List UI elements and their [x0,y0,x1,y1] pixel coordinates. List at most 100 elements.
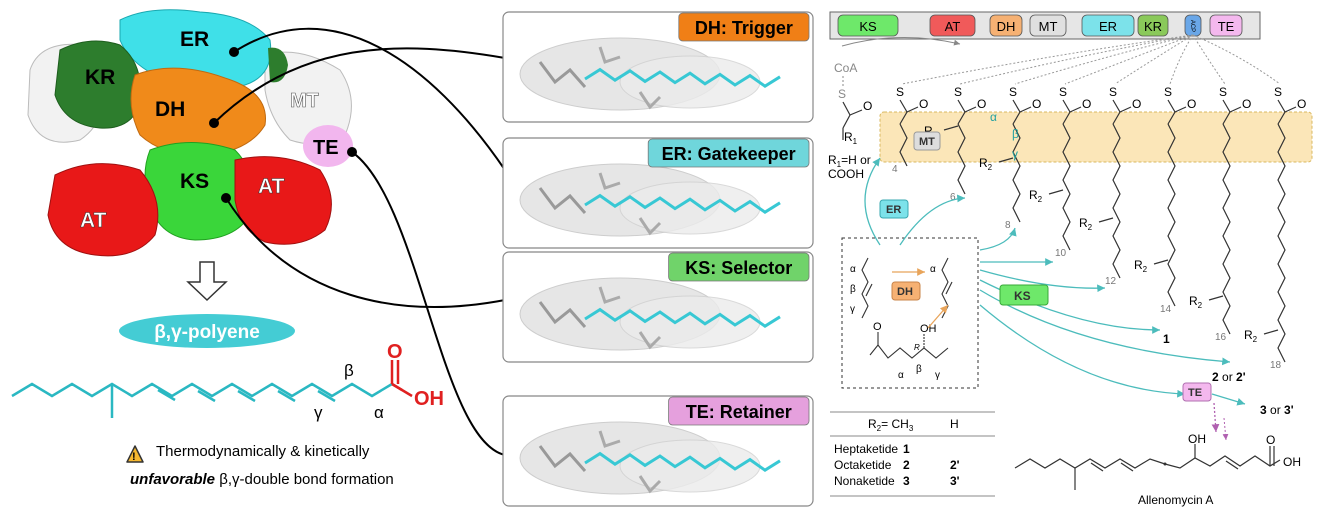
warning-icon: ! [126,445,144,463]
chain-number: 10 [1055,248,1067,259]
svg-text:KS: KS [859,19,877,34]
svg-text:O: O [1297,97,1306,111]
chain-number: 6 [950,192,956,203]
product-3-label: 3 or 3' [1260,403,1294,417]
module-seg-dh: DH [989,14,1023,37]
svg-text:α: α [374,403,384,422]
module-seg-at: AT [929,14,976,37]
svg-text:OH: OH [920,323,937,335]
svg-text:R2: R2 [1244,328,1258,344]
chain-number: 16 [1215,332,1227,343]
svg-text:γ: γ [935,370,940,381]
svg-text:γ: γ [314,403,323,422]
domain-label-dh: DH [155,98,185,121]
svg-text:α: α [850,264,856,275]
domain-label-at-left: AT [80,209,107,232]
svg-text:β: β [1012,127,1019,141]
svg-text:3': 3' [950,474,960,488]
module-seg-acp: ACP [1184,14,1202,37]
domain-label-te: TE [313,137,339,159]
svg-text:DH: DH [997,19,1016,34]
panel-2: KS: Selector [502,251,814,363]
svg-text:2': 2' [950,458,960,472]
svg-text:R2= CH3: R2= CH3 [868,417,914,433]
svg-text:S: S [1274,85,1282,99]
warning-line-1: Thermodynamically & kinetically [156,443,370,460]
svg-text:TE: TE [1218,19,1235,34]
svg-text:OH: OH [1188,432,1206,446]
panel-0: DH: Trigger [502,11,814,123]
svg-text:1: 1 [903,442,910,456]
svg-text:KR: KR [1144,19,1162,34]
product-2-label: 2 or 2' [1212,370,1246,384]
connector-lines [213,27,506,456]
svg-text:O: O [387,341,403,363]
svg-text:ACP: ACP [1189,20,1195,32]
chain-number: 8 [1005,220,1011,231]
svg-text:γ: γ [1012,147,1018,161]
warning-line-2: unfavorable β,γ-double bond formation [130,471,394,488]
svg-text:O: O [873,321,882,333]
module-bar: KS AT DH MT ER KR ACP TE [829,11,1261,40]
table-row-name: Heptaketide [834,442,898,456]
svg-text:β: β [850,284,856,295]
polyene-pill [119,314,295,348]
elongation-band [879,111,1313,163]
svg-text:S: S [838,87,846,101]
protein-structure: KR ER DH MT TE KS AT AT [27,9,357,257]
svg-text:R2: R2 [1079,216,1093,232]
panel-title-2: KS: Selector [685,258,792,278]
svg-text:MT: MT [1039,19,1058,34]
module-seg-te: TE [1209,14,1243,37]
svg-text:3: 3 [903,474,910,488]
svg-text:DH: DH [897,286,913,298]
svg-text:R2: R2 [1189,294,1203,310]
svg-text:OH: OH [414,388,444,410]
svg-text:R2: R2 [1134,258,1148,274]
svg-text:CoA: CoA [834,61,857,75]
panel-3: TE: Retainer [502,395,814,507]
svg-text:O: O [863,99,872,113]
svg-text:γ: γ [850,304,855,315]
svg-text:S: S [1109,85,1117,99]
mt-chip [913,131,941,151]
svg-text:2: 2 [903,458,910,472]
polyene-label: β,γ-polyene [154,322,260,343]
svg-text:β: β [344,361,354,380]
domain-label-kr: KR [85,66,115,89]
allenomycin-structure: OH O OH Allenomycin A [1014,432,1301,507]
svg-text:α: α [898,370,904,381]
chain-number: 14 [1160,304,1172,315]
svg-text:S: S [896,85,904,99]
svg-text:!: ! [132,451,136,463]
allenomycin-name: Allenomycin A [1138,493,1213,507]
svg-text:COOH: COOH [828,167,864,181]
svg-text:O: O [1266,433,1275,447]
domain-label-er: ER [180,28,209,51]
svg-text:β: β [916,364,922,375]
svg-text:S: S [1164,85,1172,99]
svg-text:MT: MT [919,136,935,148]
svg-text:O: O [1242,97,1251,111]
svg-text:R: R [914,343,920,352]
svg-text:S: S [1059,85,1067,99]
chain-number: 12 [1105,276,1117,287]
svg-text:S: S [954,85,962,99]
svg-text:O: O [1082,97,1091,111]
module-seg-er: ER [1081,14,1135,37]
module-seg-ks: KS [837,14,899,37]
chain-number: 18 [1270,360,1282,371]
panel-title-0: DH: Trigger [695,18,793,38]
down-arrow-icon [186,261,228,302]
svg-text:α: α [930,264,936,275]
svg-text:OH: OH [1283,455,1301,469]
domain-label-ks: KS [180,170,209,193]
chemistry-scheme: CoA S O R1 R1=H or COOH SOSOSOSOSOSOSOSO… [828,34,1313,441]
svg-text:O: O [1032,97,1041,111]
svg-text:R2: R2 [979,156,993,172]
svg-text:R2: R2 [1029,188,1043,204]
svg-text:S: S [1219,85,1227,99]
svg-text:O: O [977,97,986,111]
